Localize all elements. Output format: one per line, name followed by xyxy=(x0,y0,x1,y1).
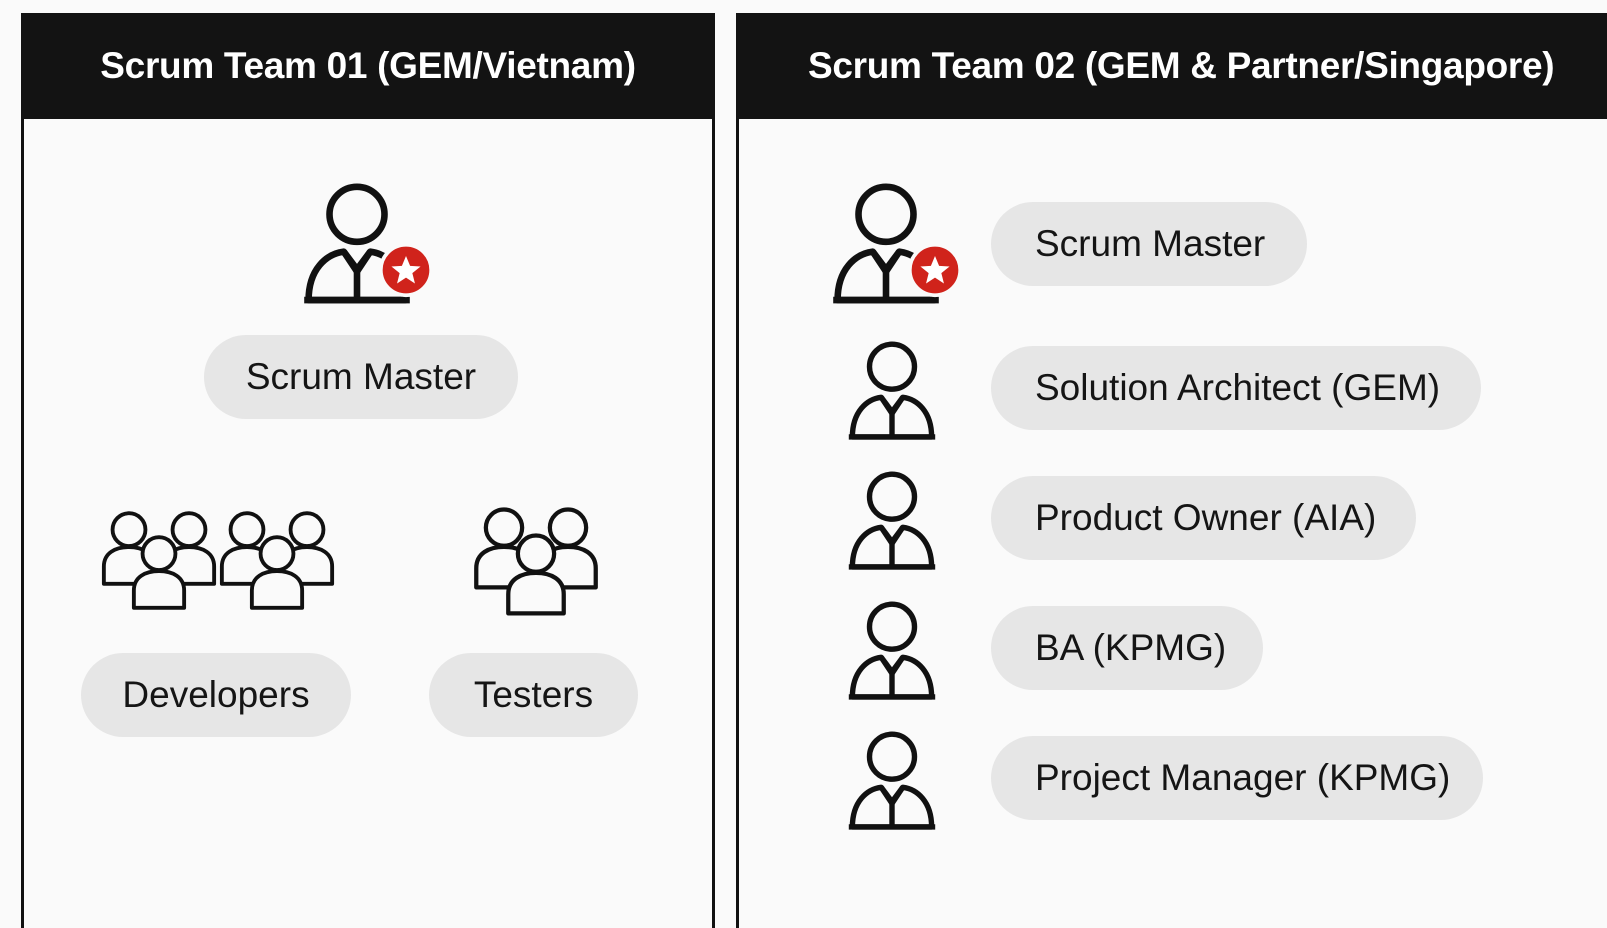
star-badge-icon xyxy=(907,242,963,298)
developers-group-icon xyxy=(100,501,340,626)
team-01-panel: Scrum Team 01 (GEM/Vietnam) Scrum Master… xyxy=(21,13,715,928)
role-ba: BA (KPMG) xyxy=(991,606,1263,690)
person-icon xyxy=(847,471,937,571)
star-badge-icon xyxy=(378,242,434,298)
role-scrum-master: Scrum Master xyxy=(991,202,1307,286)
person-icon xyxy=(847,731,937,831)
team-02-title: Scrum Team 02 (GEM & Partner/Singapore) xyxy=(736,13,1607,119)
developers-label: Developers xyxy=(81,653,351,737)
role-solution-architect: Solution Architect (GEM) xyxy=(991,346,1481,430)
team-02-panel: Scrum Team 02 (GEM & Partner/Singapore) … xyxy=(736,13,1607,928)
scrum-master-icon xyxy=(831,178,961,310)
role-project-manager: Project Manager (KPMG) xyxy=(991,736,1483,820)
scrum-master-icon xyxy=(302,178,432,310)
testers-label: Testers xyxy=(429,653,638,737)
person-icon xyxy=(847,341,937,441)
team-01-scrum-master-label: Scrum Master xyxy=(204,335,518,419)
team-01-title: Scrum Team 01 (GEM/Vietnam) xyxy=(21,13,715,119)
testers-group-icon xyxy=(472,499,600,627)
person-icon xyxy=(847,601,937,701)
role-product-owner: Product Owner (AIA) xyxy=(991,476,1416,560)
